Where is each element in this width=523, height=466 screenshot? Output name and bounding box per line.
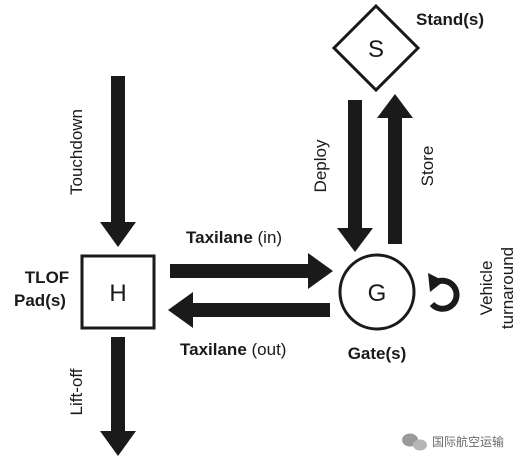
stand-diamond xyxy=(331,3,421,93)
pad-square xyxy=(80,254,156,330)
stand-label: Stand(s) xyxy=(416,10,484,29)
pad-symbol: H xyxy=(109,280,126,307)
touchdown-arrow xyxy=(100,76,136,247)
gate-label: Gate(s) xyxy=(348,344,407,363)
tlof-pad-node: H xyxy=(80,254,156,330)
store-arrow xyxy=(377,94,413,244)
turnaround-arrowhead xyxy=(428,273,444,292)
watermark-text: 国际航空运输 xyxy=(432,434,504,449)
stand-symbol: S xyxy=(368,36,384,63)
taxilane-out-label: Taxilane (out) xyxy=(180,340,286,359)
gate-node: G xyxy=(338,253,416,331)
pad-label-line2: Pad(s) xyxy=(14,291,66,310)
gate-symbol: G xyxy=(368,280,387,307)
liftoff-label: Lift-off xyxy=(67,368,86,415)
turnaround-label-line2: turnaround xyxy=(498,247,517,329)
turnaround-arrow xyxy=(428,273,460,312)
watermark: 国际航空运输 xyxy=(402,433,504,451)
pad-label-line1: TLOF xyxy=(25,268,69,287)
taxilane-out-arrow xyxy=(168,292,330,328)
stand-node: S xyxy=(331,3,421,93)
taxilane-in-label: Taxilane (in) xyxy=(186,228,282,247)
touchdown-label: Touchdown xyxy=(67,109,86,195)
deploy-label: Deploy xyxy=(311,139,330,192)
taxilane-in-arrow xyxy=(170,253,333,289)
liftoff-arrow xyxy=(100,337,136,456)
taxilane-in-label-bold: Taxilane xyxy=(186,228,253,247)
taxilane-in-label-suffix: (in) xyxy=(253,228,282,247)
taxilane-out-label-suffix: (out) xyxy=(247,340,287,359)
gate-circle xyxy=(338,253,416,331)
wechat-icon xyxy=(402,433,427,451)
taxilane-out-label-bold: Taxilane xyxy=(180,340,247,359)
deploy-arrow xyxy=(337,100,373,252)
store-label: Store xyxy=(418,146,437,187)
turnaround-label-line1: Vehicle xyxy=(477,261,496,316)
